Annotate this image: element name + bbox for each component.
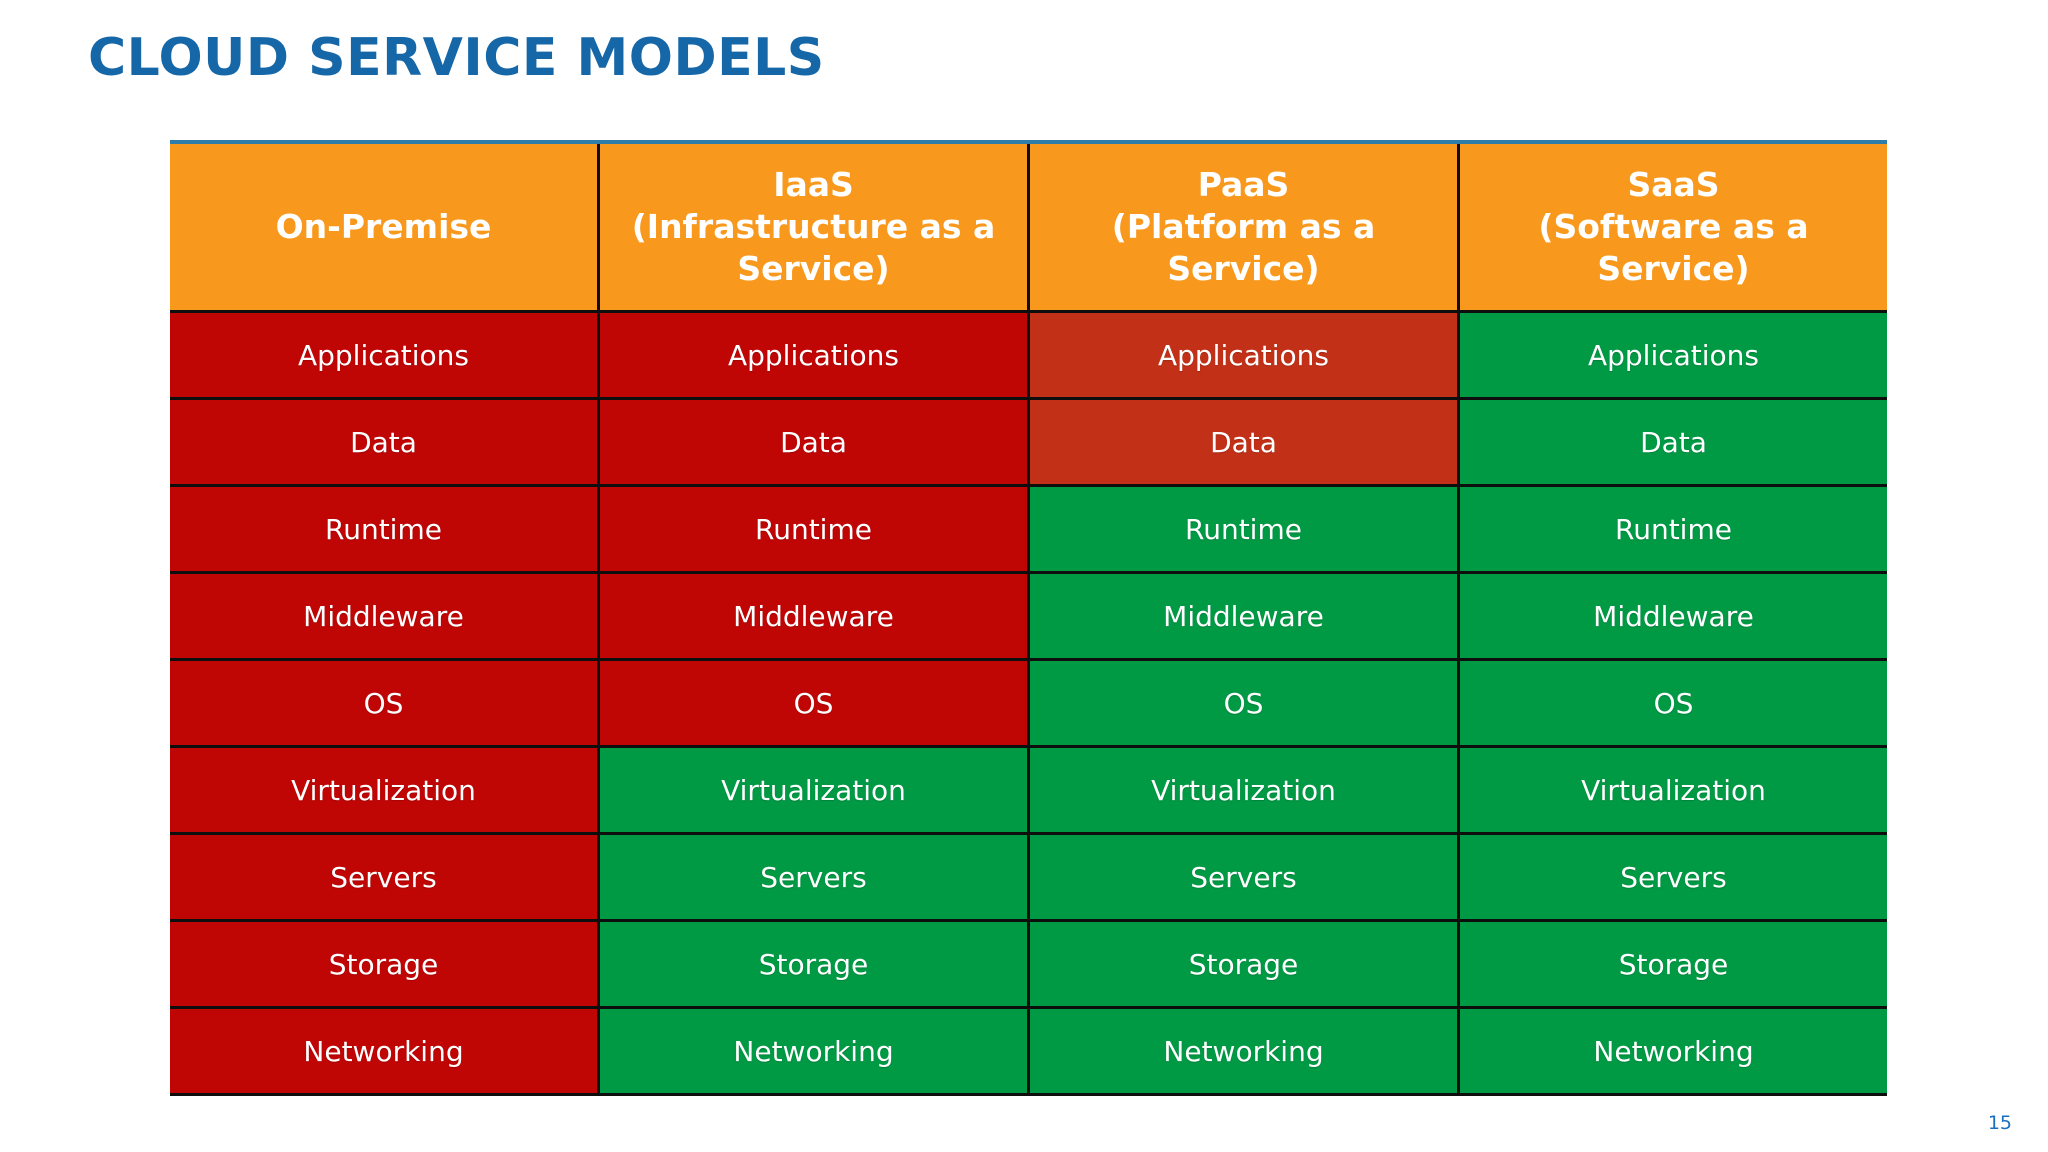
table-cell: Servers bbox=[170, 835, 597, 919]
table-cell: Networking bbox=[600, 1009, 1027, 1093]
table-cell: OS bbox=[170, 661, 597, 745]
table-cell: OS bbox=[1460, 661, 1887, 745]
table-cell: Virtualization bbox=[600, 748, 1027, 832]
table-cell: Runtime bbox=[1460, 487, 1887, 571]
column-header: IaaS (Infrastructure as a Service) bbox=[600, 144, 1027, 310]
table-cell: Data bbox=[170, 400, 597, 484]
table-cell: Runtime bbox=[600, 487, 1027, 571]
table-cell: Networking bbox=[1460, 1009, 1887, 1093]
table-cell: Virtualization bbox=[1460, 748, 1887, 832]
table-cell: Runtime bbox=[1030, 487, 1457, 571]
table-cell: Networking bbox=[1030, 1009, 1457, 1093]
table-cell: Runtime bbox=[170, 487, 597, 571]
table-cell: Middleware bbox=[170, 574, 597, 658]
column-header: On-Premise bbox=[170, 144, 597, 310]
table-cell: Servers bbox=[600, 835, 1027, 919]
table-cell: Storage bbox=[1030, 922, 1457, 1006]
table-cell: Applications bbox=[600, 313, 1027, 397]
table-cell: Virtualization bbox=[170, 748, 597, 832]
table-cell: Storage bbox=[600, 922, 1027, 1006]
table-cell: Applications bbox=[170, 313, 597, 397]
table-cell: Middleware bbox=[600, 574, 1027, 658]
table-cell: OS bbox=[1030, 661, 1457, 745]
table-cell: Middleware bbox=[1460, 574, 1887, 658]
table-cell: Applications bbox=[1030, 313, 1457, 397]
table-cell: Virtualization bbox=[1030, 748, 1457, 832]
table-cell: Networking bbox=[170, 1009, 597, 1093]
page-title: CLOUD SERVICE MODELS bbox=[88, 28, 825, 88]
table-cell: Middleware bbox=[1030, 574, 1457, 658]
page-number: 15 bbox=[1987, 1112, 2012, 1134]
table-cell: Data bbox=[1030, 400, 1457, 484]
table-cell: Storage bbox=[170, 922, 597, 1006]
table-cell: Servers bbox=[1030, 835, 1457, 919]
table-cell: Servers bbox=[1460, 835, 1887, 919]
table-cell: Storage bbox=[1460, 922, 1887, 1006]
column-header: SaaS (Software as a Service) bbox=[1460, 144, 1887, 310]
column-header: PaaS (Platform as a Service) bbox=[1030, 144, 1457, 310]
table-cell: Data bbox=[1460, 400, 1887, 484]
table-cell: OS bbox=[600, 661, 1027, 745]
table-cell: Applications bbox=[1460, 313, 1887, 397]
table-cell: Data bbox=[600, 400, 1027, 484]
